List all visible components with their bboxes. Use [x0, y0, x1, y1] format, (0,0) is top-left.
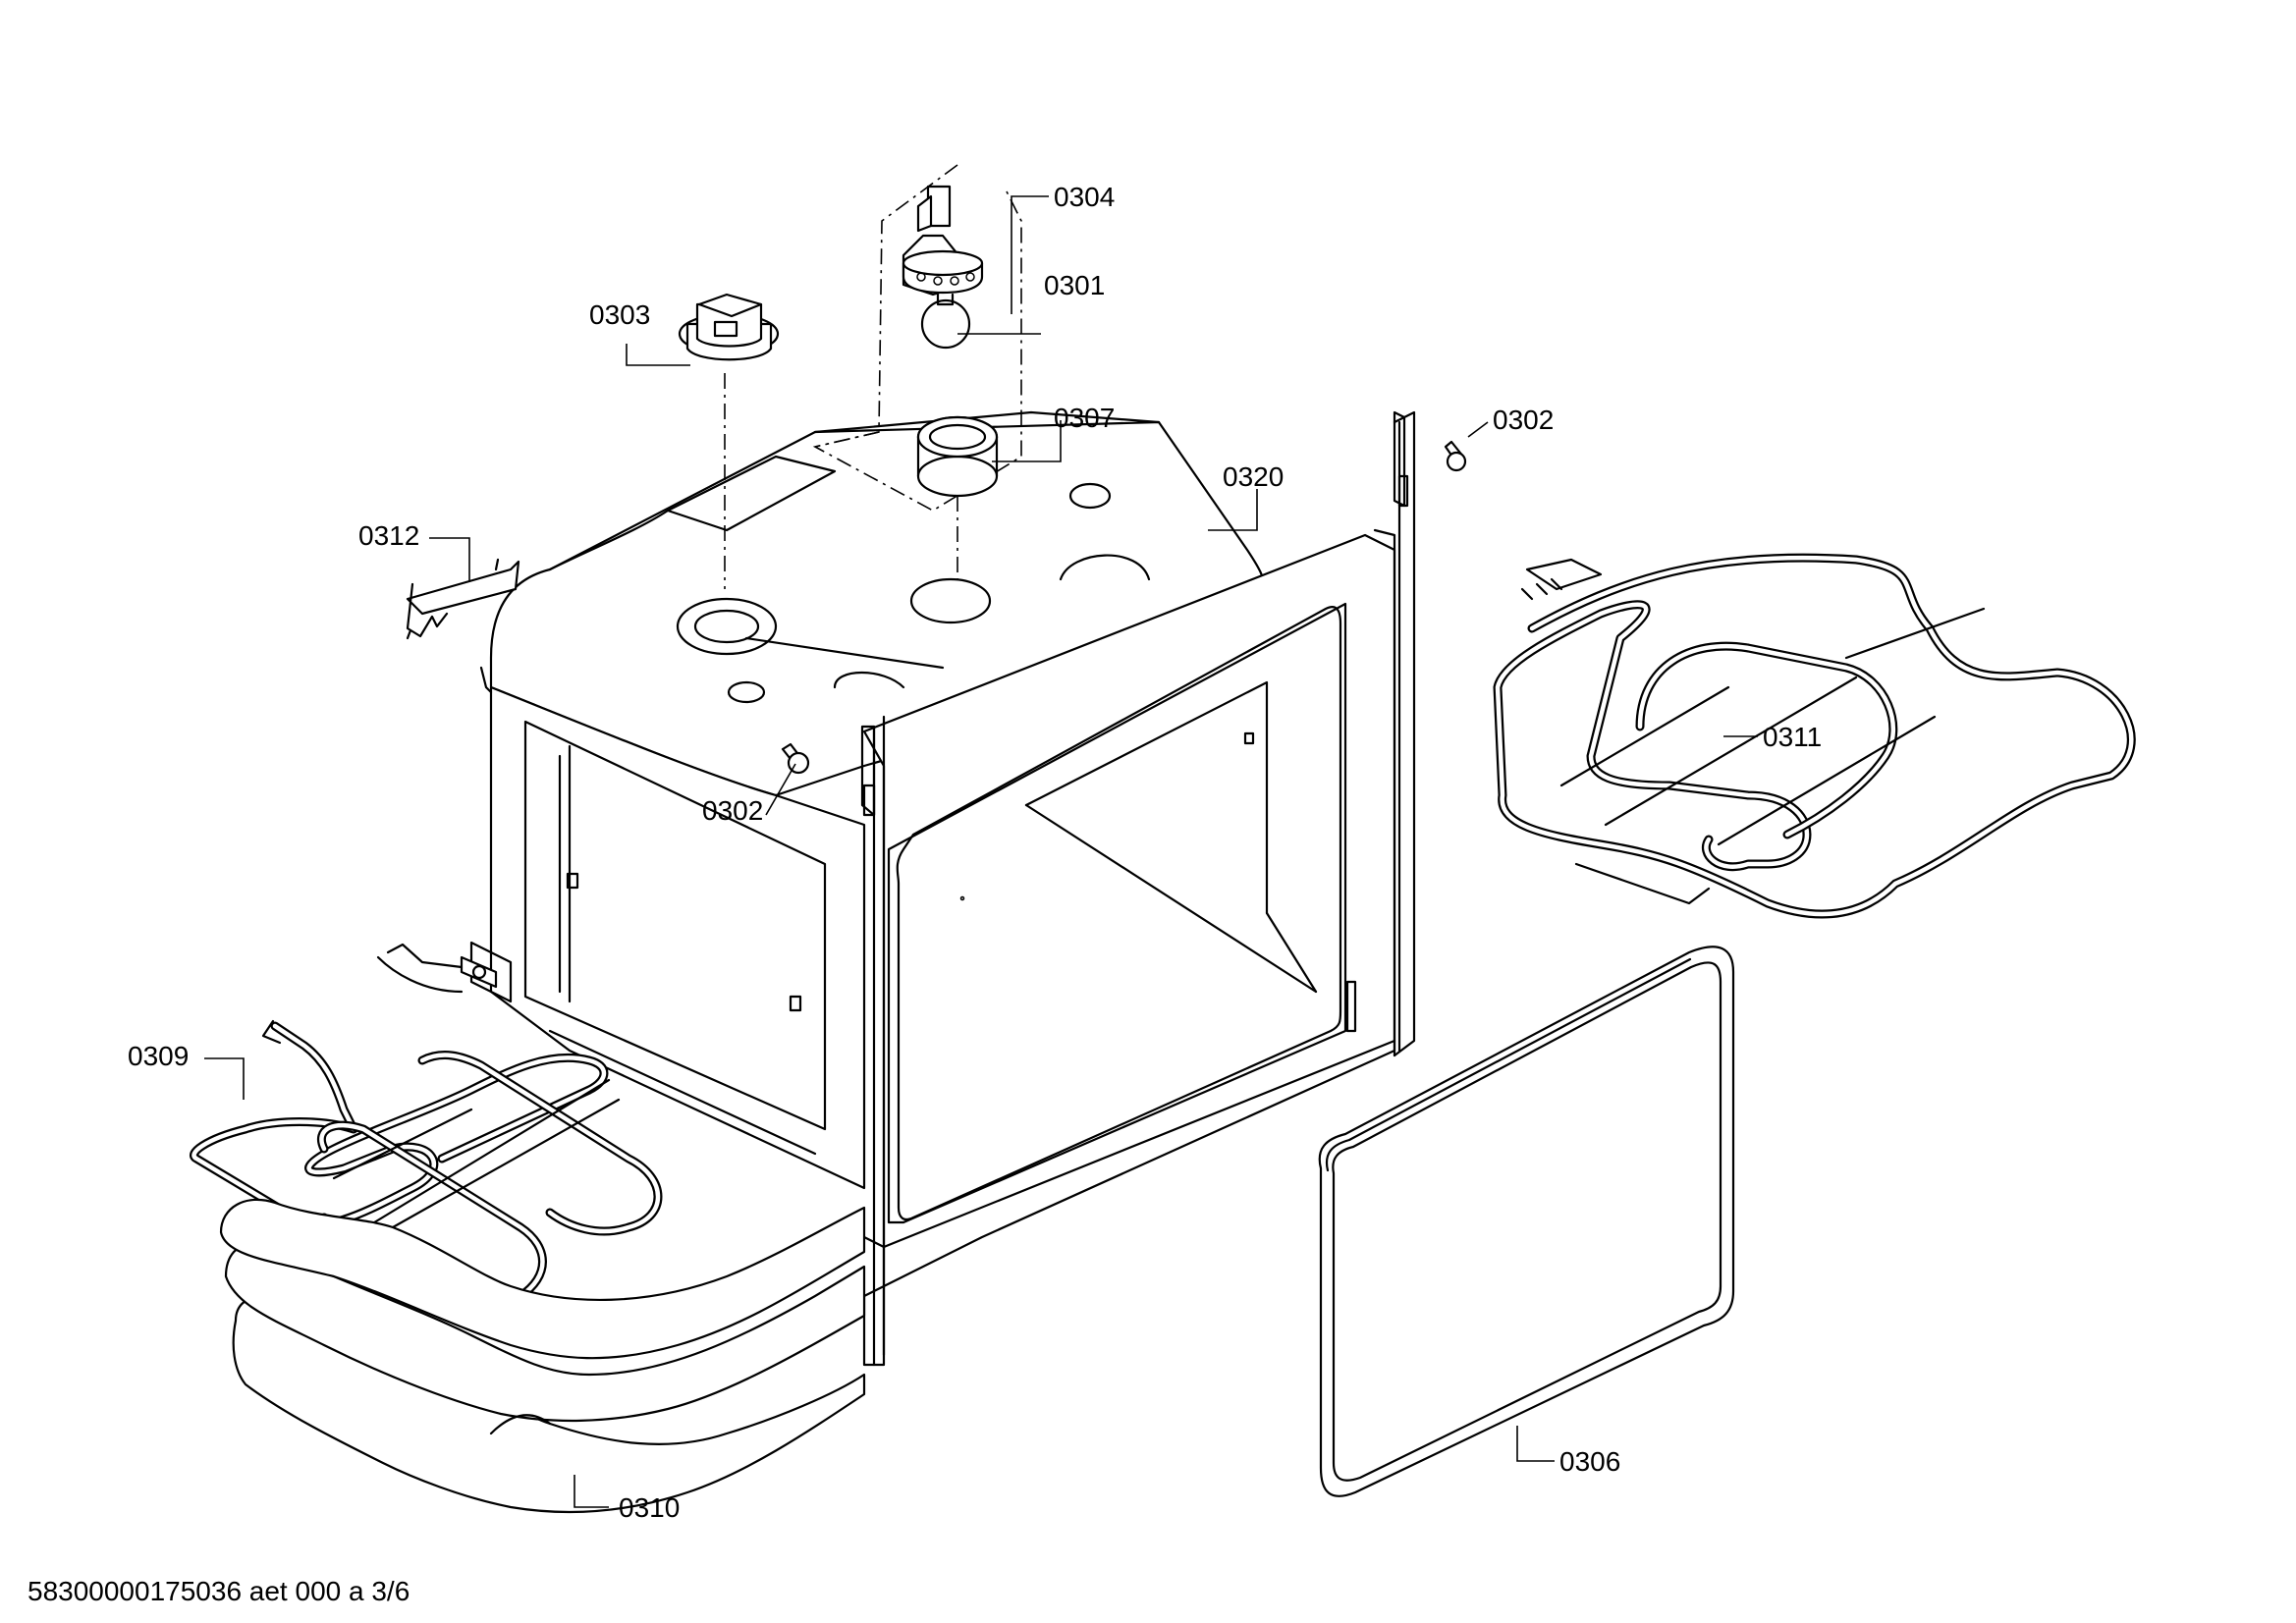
callout-0306: 0306 — [1559, 1446, 1620, 1477]
top-heating-element-0311 — [1493, 553, 2136, 919]
callout-0312: 0312 — [358, 520, 419, 551]
terminal-clip — [376, 943, 498, 994]
callout-0304: 0304 — [1054, 182, 1115, 212]
leader-lines — [204, 195, 1758, 1508]
insulation-mat-0310 — [219, 1198, 866, 1514]
door-seal-0306 — [1318, 946, 1735, 1497]
callout-0307: 0307 — [1054, 403, 1115, 433]
screw-0302-top — [1444, 440, 1467, 472]
callout-0301: 0301 — [1044, 270, 1105, 300]
lamp-assembly-0304 — [812, 164, 1022, 579]
callout-0303: 0303 — [589, 299, 650, 330]
callout-0309: 0309 — [128, 1041, 189, 1071]
callout-0310: 0310 — [619, 1492, 680, 1523]
bracket-0312 — [406, 558, 520, 640]
callout-0302-mid: 0302 — [702, 795, 763, 826]
document-id: 58300000175036 aet 000 a 3/6 — [27, 1576, 410, 1606]
callout-0320: 0320 — [1223, 461, 1284, 492]
callout-0311: 0311 — [1763, 722, 1822, 752]
callout-0302-top: 0302 — [1493, 405, 1554, 435]
oven-cavity-0320 — [469, 410, 1416, 1367]
part-0303 — [678, 293, 780, 589]
